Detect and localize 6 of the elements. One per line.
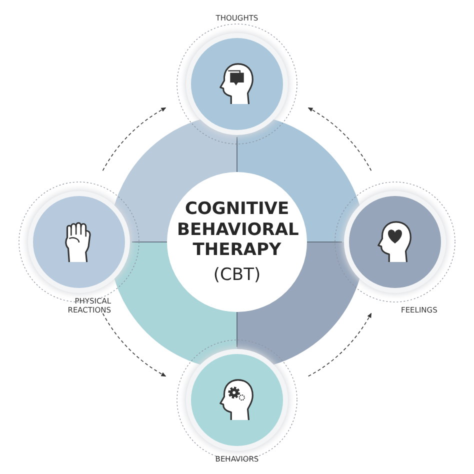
dashed-arrow — [102, 107, 166, 172]
dashed-arrow — [308, 107, 372, 172]
title-text: COGNITIVE BEHAVIORAL THERAPY — [177, 199, 297, 261]
dashed-arrow — [102, 312, 166, 377]
dashed-arrow — [308, 312, 372, 377]
abbreviation-text: (CBT) — [213, 264, 261, 285]
